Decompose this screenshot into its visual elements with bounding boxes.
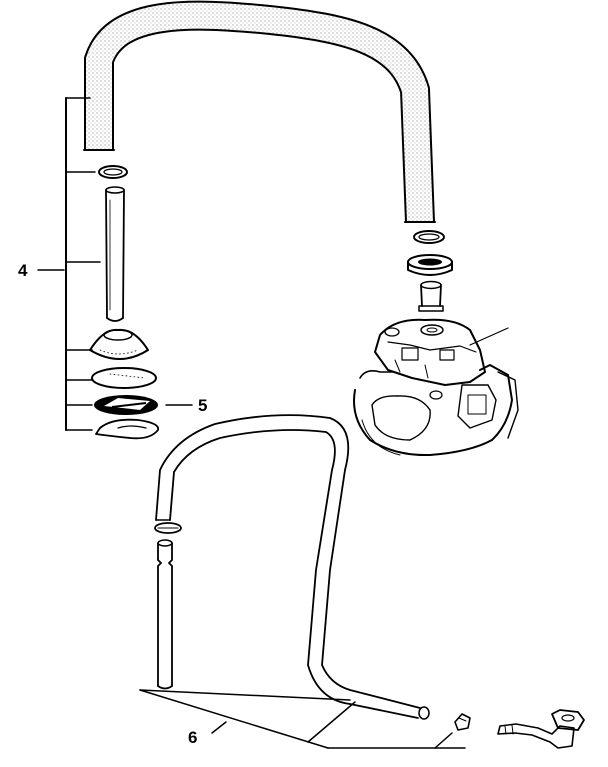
elbow-fitting — [497, 709, 585, 749]
lower-hose — [155, 414, 430, 720]
hose-clamp-upper-right — [413, 230, 445, 244]
callout-4: 4 — [18, 261, 28, 280]
check-disc — [94, 395, 158, 415]
pipe-lower-left — [157, 539, 173, 690]
upper-hose — [83, 0, 436, 223]
hose-clamp-lower — [154, 522, 182, 534]
part-6-leaders — [139, 689, 466, 749]
grommet — [407, 254, 453, 276]
pipe-nipple-right — [418, 280, 444, 312]
pipe-fitting-left — [105, 186, 125, 322]
hose-clamp-upper-left — [98, 165, 128, 179]
pump-body — [353, 318, 519, 457]
part-4-bracket — [37, 97, 101, 431]
valve-dome — [89, 328, 149, 360]
callout-6: 6 — [188, 728, 197, 747]
flat-washer — [91, 367, 157, 389]
retaining-clip — [95, 418, 160, 440]
small-fitting — [454, 713, 471, 731]
callout-5: 5 — [198, 396, 207, 415]
